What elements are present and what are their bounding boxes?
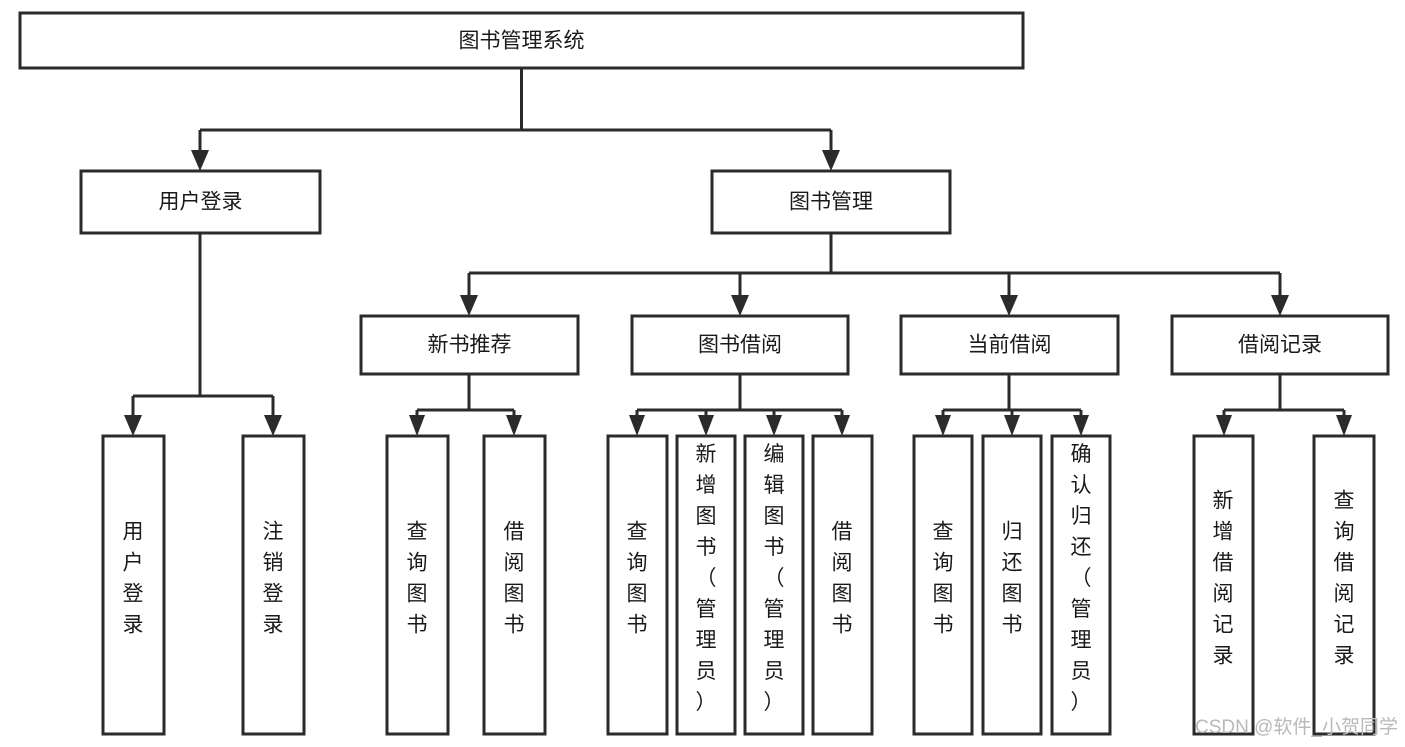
- node-layer: 图书管理系统 用户登录 图书管理 新书推荐 图书借阅 当前借阅 借阅记录: [18, 11, 1390, 736]
- leaf-add-book-admin-label: 新增图书（管理员）: [696, 443, 717, 714]
- leaf-return-book[interactable]: 归还图书: [981, 434, 1043, 736]
- node-new-book-rec-label: 新书推荐: [428, 334, 512, 357]
- node-current-borrow-label: 当前借阅: [968, 334, 1052, 357]
- leaf-add-record[interactable]: 新增借阅记录: [1192, 434, 1255, 736]
- leaf-user-login[interactable]: 用户登录: [101, 434, 166, 736]
- leaf-user-login-box[interactable]: [101, 434, 166, 736]
- node-book-manage-label: 图书管理: [789, 191, 873, 214]
- leaf-add-record-box[interactable]: [1192, 434, 1255, 736]
- leaf-edit-book-admin[interactable]: 编辑图书（管理员）: [743, 434, 805, 736]
- arrow-to-current-borrow: [1000, 295, 1018, 316]
- leaf-logout-box[interactable]: [241, 434, 306, 736]
- arrow-to-user-login: [191, 150, 209, 171]
- arrow-leaf-user-login: [124, 415, 142, 436]
- csdn-watermark: CSDN @软件_小贺同学: [1195, 716, 1398, 738]
- leaf-borrow-book-box[interactable]: [811, 434, 874, 736]
- leaf-return-book-box[interactable]: [981, 434, 1043, 736]
- leaf-borrow-book-rec-box[interactable]: [482, 434, 547, 736]
- leaf-query-book-cur[interactable]: 查询图书: [912, 434, 974, 736]
- node-book-manage[interactable]: 图书管理: [710, 169, 952, 235]
- node-user-login-label: 用户登录: [159, 191, 243, 214]
- arrow-leaf-query-book-borrow: [629, 415, 645, 436]
- node-book-borrow-box[interactable]: [630, 314, 850, 376]
- leaf-query-record-label: 查询借阅记录: [1334, 490, 1355, 668]
- leaf-return-book-label: 归还图书: [1002, 521, 1023, 637]
- leaf-confirm-return-admin-label: 确认归还（管理员）: [1071, 443, 1092, 714]
- arrow-leaf-edit-book-admin: [766, 415, 782, 436]
- leaf-borrow-book-rec-label: 借阅图书: [504, 521, 525, 637]
- arrow-leaf-add-book-admin: [698, 415, 714, 436]
- leaf-query-book-rec-label: 查询图书: [407, 521, 428, 637]
- node-root[interactable]: 图书管理系统: [18, 11, 1025, 70]
- leaf-query-book-cur-label: 查询图书: [933, 521, 954, 637]
- node-book-borrow-label: 图书借阅: [698, 334, 782, 357]
- leaf-query-book-borrow-box[interactable]: [606, 434, 669, 736]
- leaf-borrow-book-rec[interactable]: 借阅图书: [482, 434, 547, 736]
- connector-layer: [124, 68, 1352, 436]
- arrow-to-book-borrow: [731, 295, 749, 316]
- node-borrow-record[interactable]: 借阅记录: [1170, 314, 1390, 376]
- node-new-book-rec-box[interactable]: [359, 314, 580, 376]
- arrow-to-book-manage: [822, 150, 840, 171]
- leaf-borrow-book-label: 借阅图书: [832, 521, 853, 637]
- leaf-logout-label: 注销登录: [263, 521, 284, 637]
- node-borrow-record-label: 借阅记录: [1238, 334, 1322, 357]
- arrow-leaf-logout: [264, 415, 282, 436]
- arrow-leaf-return-book: [1004, 415, 1020, 436]
- leaf-confirm-return-admin[interactable]: 确认归还（管理员）: [1050, 434, 1112, 736]
- leaf-query-book-cur-box[interactable]: [912, 434, 974, 736]
- leaf-logout[interactable]: 注销登录: [241, 434, 306, 736]
- leaf-query-record[interactable]: 查询借阅记录: [1312, 434, 1376, 736]
- node-book-borrow[interactable]: 图书借阅: [630, 314, 850, 376]
- arrow-leaf-query-record: [1336, 415, 1352, 436]
- arrow-leaf-query-book-rec: [409, 415, 425, 436]
- arrow-leaf-borrow-book: [834, 415, 850, 436]
- arrow-leaf-query-book-cur: [935, 415, 951, 436]
- node-new-book-rec[interactable]: 新书推荐: [359, 314, 580, 376]
- leaf-edit-book-admin-label: 编辑图书（管理员）: [764, 443, 785, 714]
- leaf-add-book-admin[interactable]: 新增图书（管理员）: [675, 434, 737, 736]
- arrow-leaf-add-record: [1216, 415, 1232, 436]
- node-current-borrow[interactable]: 当前借阅: [899, 314, 1120, 376]
- leaf-query-book-rec[interactable]: 查询图书: [385, 434, 450, 736]
- leaf-confirm-return-admin-box[interactable]: [1050, 434, 1112, 736]
- node-root-label: 图书管理系统: [459, 30, 585, 53]
- leaf-user-login-label: 用户登录: [123, 521, 144, 637]
- leaf-query-book-borrow[interactable]: 查询图书: [606, 434, 669, 736]
- node-root-box[interactable]: [18, 11, 1025, 70]
- leaf-add-record-label: 新增借阅记录: [1213, 490, 1234, 668]
- leaf-query-record-box[interactable]: [1312, 434, 1376, 736]
- arrow-leaf-confirm-return-admin: [1073, 415, 1089, 436]
- arrow-to-borrow-record: [1271, 295, 1289, 316]
- leaf-query-book-borrow-label: 查询图书: [627, 521, 648, 637]
- leaf-edit-book-admin-box[interactable]: [743, 434, 805, 736]
- node-borrow-record-box[interactable]: [1170, 314, 1390, 376]
- leaf-query-book-rec-box[interactable]: [385, 434, 450, 736]
- arrow-leaf-borrow-book-rec: [506, 415, 522, 436]
- arrow-to-new-book-rec: [460, 295, 478, 316]
- leaf-borrow-book[interactable]: 借阅图书: [811, 434, 874, 736]
- leaf-add-book-admin-box[interactable]: [675, 434, 737, 736]
- node-user-login[interactable]: 用户登录: [79, 169, 322, 235]
- node-user-login-box[interactable]: [79, 169, 322, 235]
- node-current-borrow-box[interactable]: [899, 314, 1120, 376]
- node-book-manage-box[interactable]: [710, 169, 952, 235]
